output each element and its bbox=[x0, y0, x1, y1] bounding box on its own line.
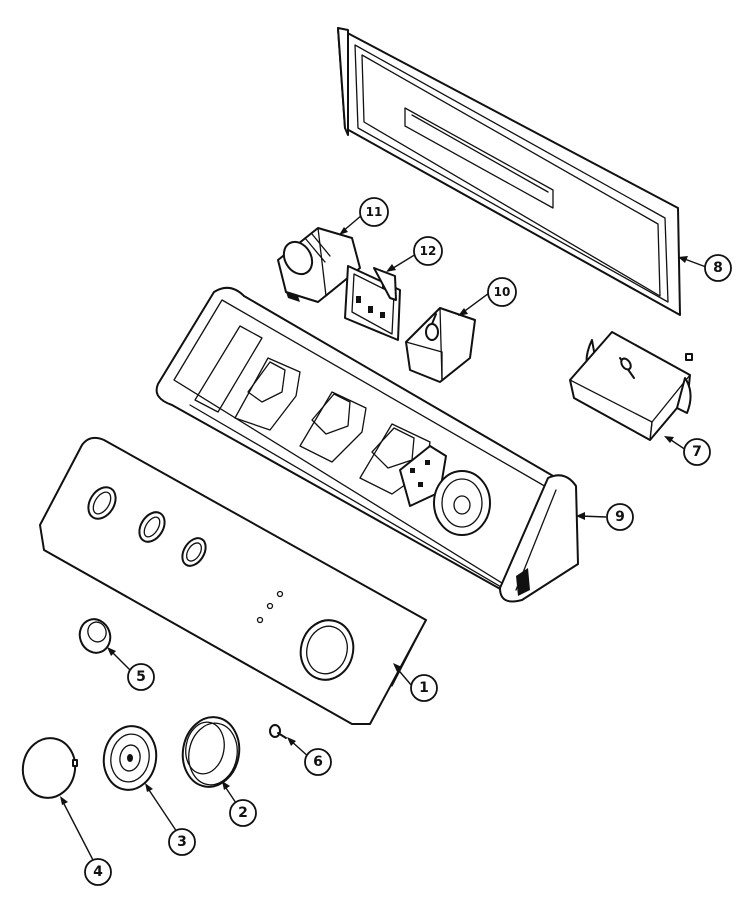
callout-label: 6 bbox=[313, 754, 323, 770]
callout-3: 3 bbox=[168, 828, 196, 856]
callout-10: 10 bbox=[487, 277, 517, 307]
part-knob-cap bbox=[21, 737, 78, 799]
callout-label: 2 bbox=[238, 805, 248, 821]
part-switch-block bbox=[277, 227, 361, 303]
part-screw bbox=[269, 724, 287, 739]
callout-label: 10 bbox=[494, 285, 511, 299]
part-front-panel bbox=[39, 436, 427, 725]
part-control-housing bbox=[155, 286, 579, 603]
callout-4: 4 bbox=[84, 858, 112, 886]
callout-2: 2 bbox=[229, 799, 257, 827]
callout-label: 9 bbox=[615, 509, 625, 525]
part-push-button bbox=[78, 618, 112, 654]
callout-label: 11 bbox=[366, 205, 383, 219]
part-small-switch bbox=[405, 307, 476, 383]
callout-11: 11 bbox=[359, 197, 389, 227]
part-knob bbox=[102, 725, 158, 791]
part-bracket-plate bbox=[344, 265, 401, 341]
callout-label: 7 bbox=[692, 444, 702, 460]
part-back-panel bbox=[337, 27, 681, 316]
callout-label: 8 bbox=[713, 260, 723, 276]
leader-lines bbox=[60, 214, 707, 863]
part-bezel-ring bbox=[181, 716, 241, 788]
callout-6: 6 bbox=[304, 748, 332, 776]
callout-label: 1 bbox=[419, 680, 429, 696]
callout-1: 1 bbox=[410, 674, 438, 702]
callout-8: 8 bbox=[704, 254, 732, 282]
callout-label: 5 bbox=[136, 669, 146, 685]
callout-label: 12 bbox=[420, 244, 437, 258]
part-timer bbox=[569, 331, 693, 441]
callout-9: 9 bbox=[606, 503, 634, 531]
callout-label: 4 bbox=[93, 864, 103, 880]
callout-7: 7 bbox=[683, 438, 711, 466]
callout-12: 12 bbox=[413, 236, 443, 266]
callout-5: 5 bbox=[127, 663, 155, 691]
callout-label: 3 bbox=[177, 834, 187, 850]
